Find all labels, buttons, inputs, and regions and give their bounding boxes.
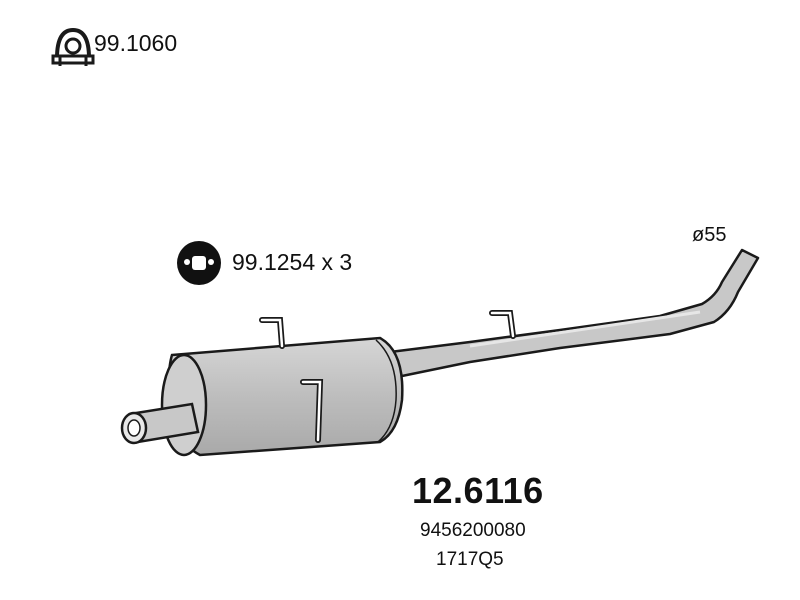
hanger-part-code: 99.1254 x 3: [232, 249, 353, 275]
outlet-pipe: [388, 248, 760, 378]
hanger-bracket-left: [259, 317, 285, 349]
part-number: 12.6116: [412, 470, 544, 511]
muffler: [160, 336, 404, 457]
inlet-pipe: [120, 402, 200, 445]
hanger-bracket-right: [489, 310, 516, 339]
oem-number: 9456200080: [420, 520, 526, 541]
rubber-hanger-icon: [177, 241, 221, 285]
pipe-clamp-icon: [51, 27, 95, 66]
hanger-bracket-middle: [300, 379, 324, 443]
clamp-part-code: 99.1060: [94, 30, 178, 56]
pipe-diameter-label: ø55: [692, 224, 727, 246]
oem-code: 1717Q5: [436, 549, 504, 570]
